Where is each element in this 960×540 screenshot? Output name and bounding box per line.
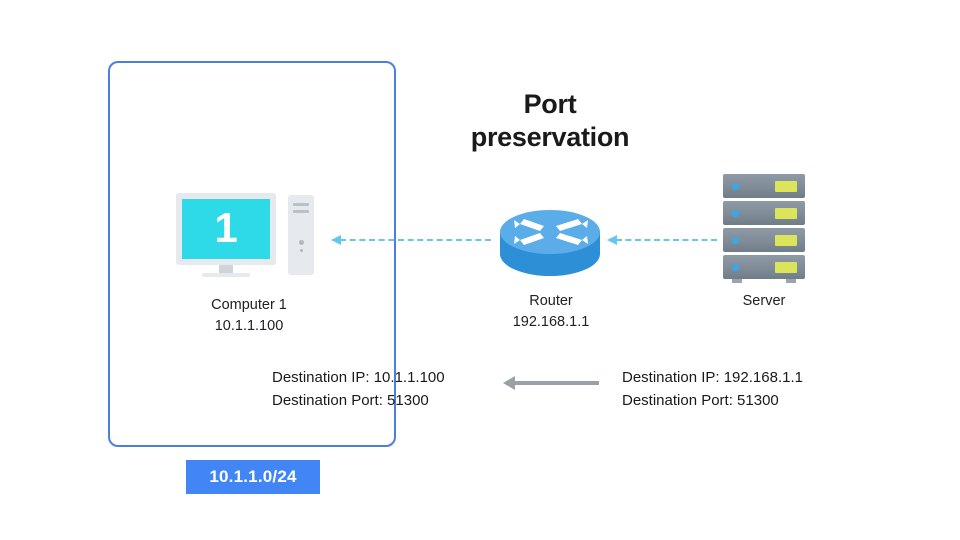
router-ip: 192.168.1.1 [512,313,590,330]
server-led-icon [775,208,797,219]
dashed-line [340,239,491,241]
computer-name: Computer 1 [211,297,287,313]
packet-direction-arrow [503,376,599,390]
router-icon [498,206,602,278]
server-status-dot-icon [732,264,739,271]
arrow-head-left-icon [331,235,341,245]
server-foot [732,279,742,283]
packet-info-inside-subnet: Destination IP: 10.1.1.100 Destination P… [272,366,445,413]
packet-dest-ip: Destination IP: 10.1.1.100 [272,369,445,386]
packet-dest-port: Destination Port: 51300 [272,392,429,410]
page-title-line-2: preservation [470,121,630,152]
subnet-badge: 10.1.1.0/24 [186,460,320,494]
monitor-screen: 1 [182,199,270,259]
server-status-dot-icon [732,210,739,217]
page-title-line-1: Port [523,89,577,119]
monitor-neck [219,265,233,273]
router-name: Router [529,293,573,309]
flow-router-to-computer [331,233,491,247]
server-unit [723,174,805,198]
server-unit [723,255,805,279]
tower-indicator-dot-icon [300,249,303,252]
tower-slot-icon [293,203,309,206]
dashed-line [616,239,717,241]
subnet-boundary-box [108,61,396,447]
server-status-dot-icon [732,237,739,244]
page-title: Port preservation [420,88,680,154]
arrow-head-left-icon [503,376,515,390]
server-led-icon [775,181,797,192]
tower-slot-icon [293,210,309,213]
computer-tower-icon [288,195,314,275]
server-foot [786,279,796,283]
packet-info-outside-subnet: Destination IP: 192.168.1.1 Destination … [622,366,803,413]
server-led-icon [775,235,797,246]
packet-dest-port: Destination Port: 51300 [622,392,779,410]
server-label: Server [691,291,837,312]
monitor-frame-icon: 1 [176,193,276,265]
packet-dest-ip: Destination IP: 192.168.1.1 [622,369,803,386]
computer-label: Computer 1 10.1.1.100 [176,295,322,336]
server-icon [723,174,805,283]
server-unit [723,201,805,225]
flow-server-to-router [607,233,717,247]
router-label: Router 192.168.1.1 [478,291,624,332]
arrow-head-left-icon [607,235,617,245]
router-svg [500,210,600,276]
server-name: Server [742,293,786,309]
computer-icon: 1 [176,193,322,281]
tower-power-dot-icon [299,240,304,245]
monitor-base [202,273,250,277]
monitor-screen-number: 1 [214,204,238,251]
arrow-shaft [514,381,599,385]
server-led-icon [775,262,797,273]
server-status-dot-icon [732,183,739,190]
computer-ip: 10.1.1.100 [214,317,284,334]
server-unit [723,228,805,252]
